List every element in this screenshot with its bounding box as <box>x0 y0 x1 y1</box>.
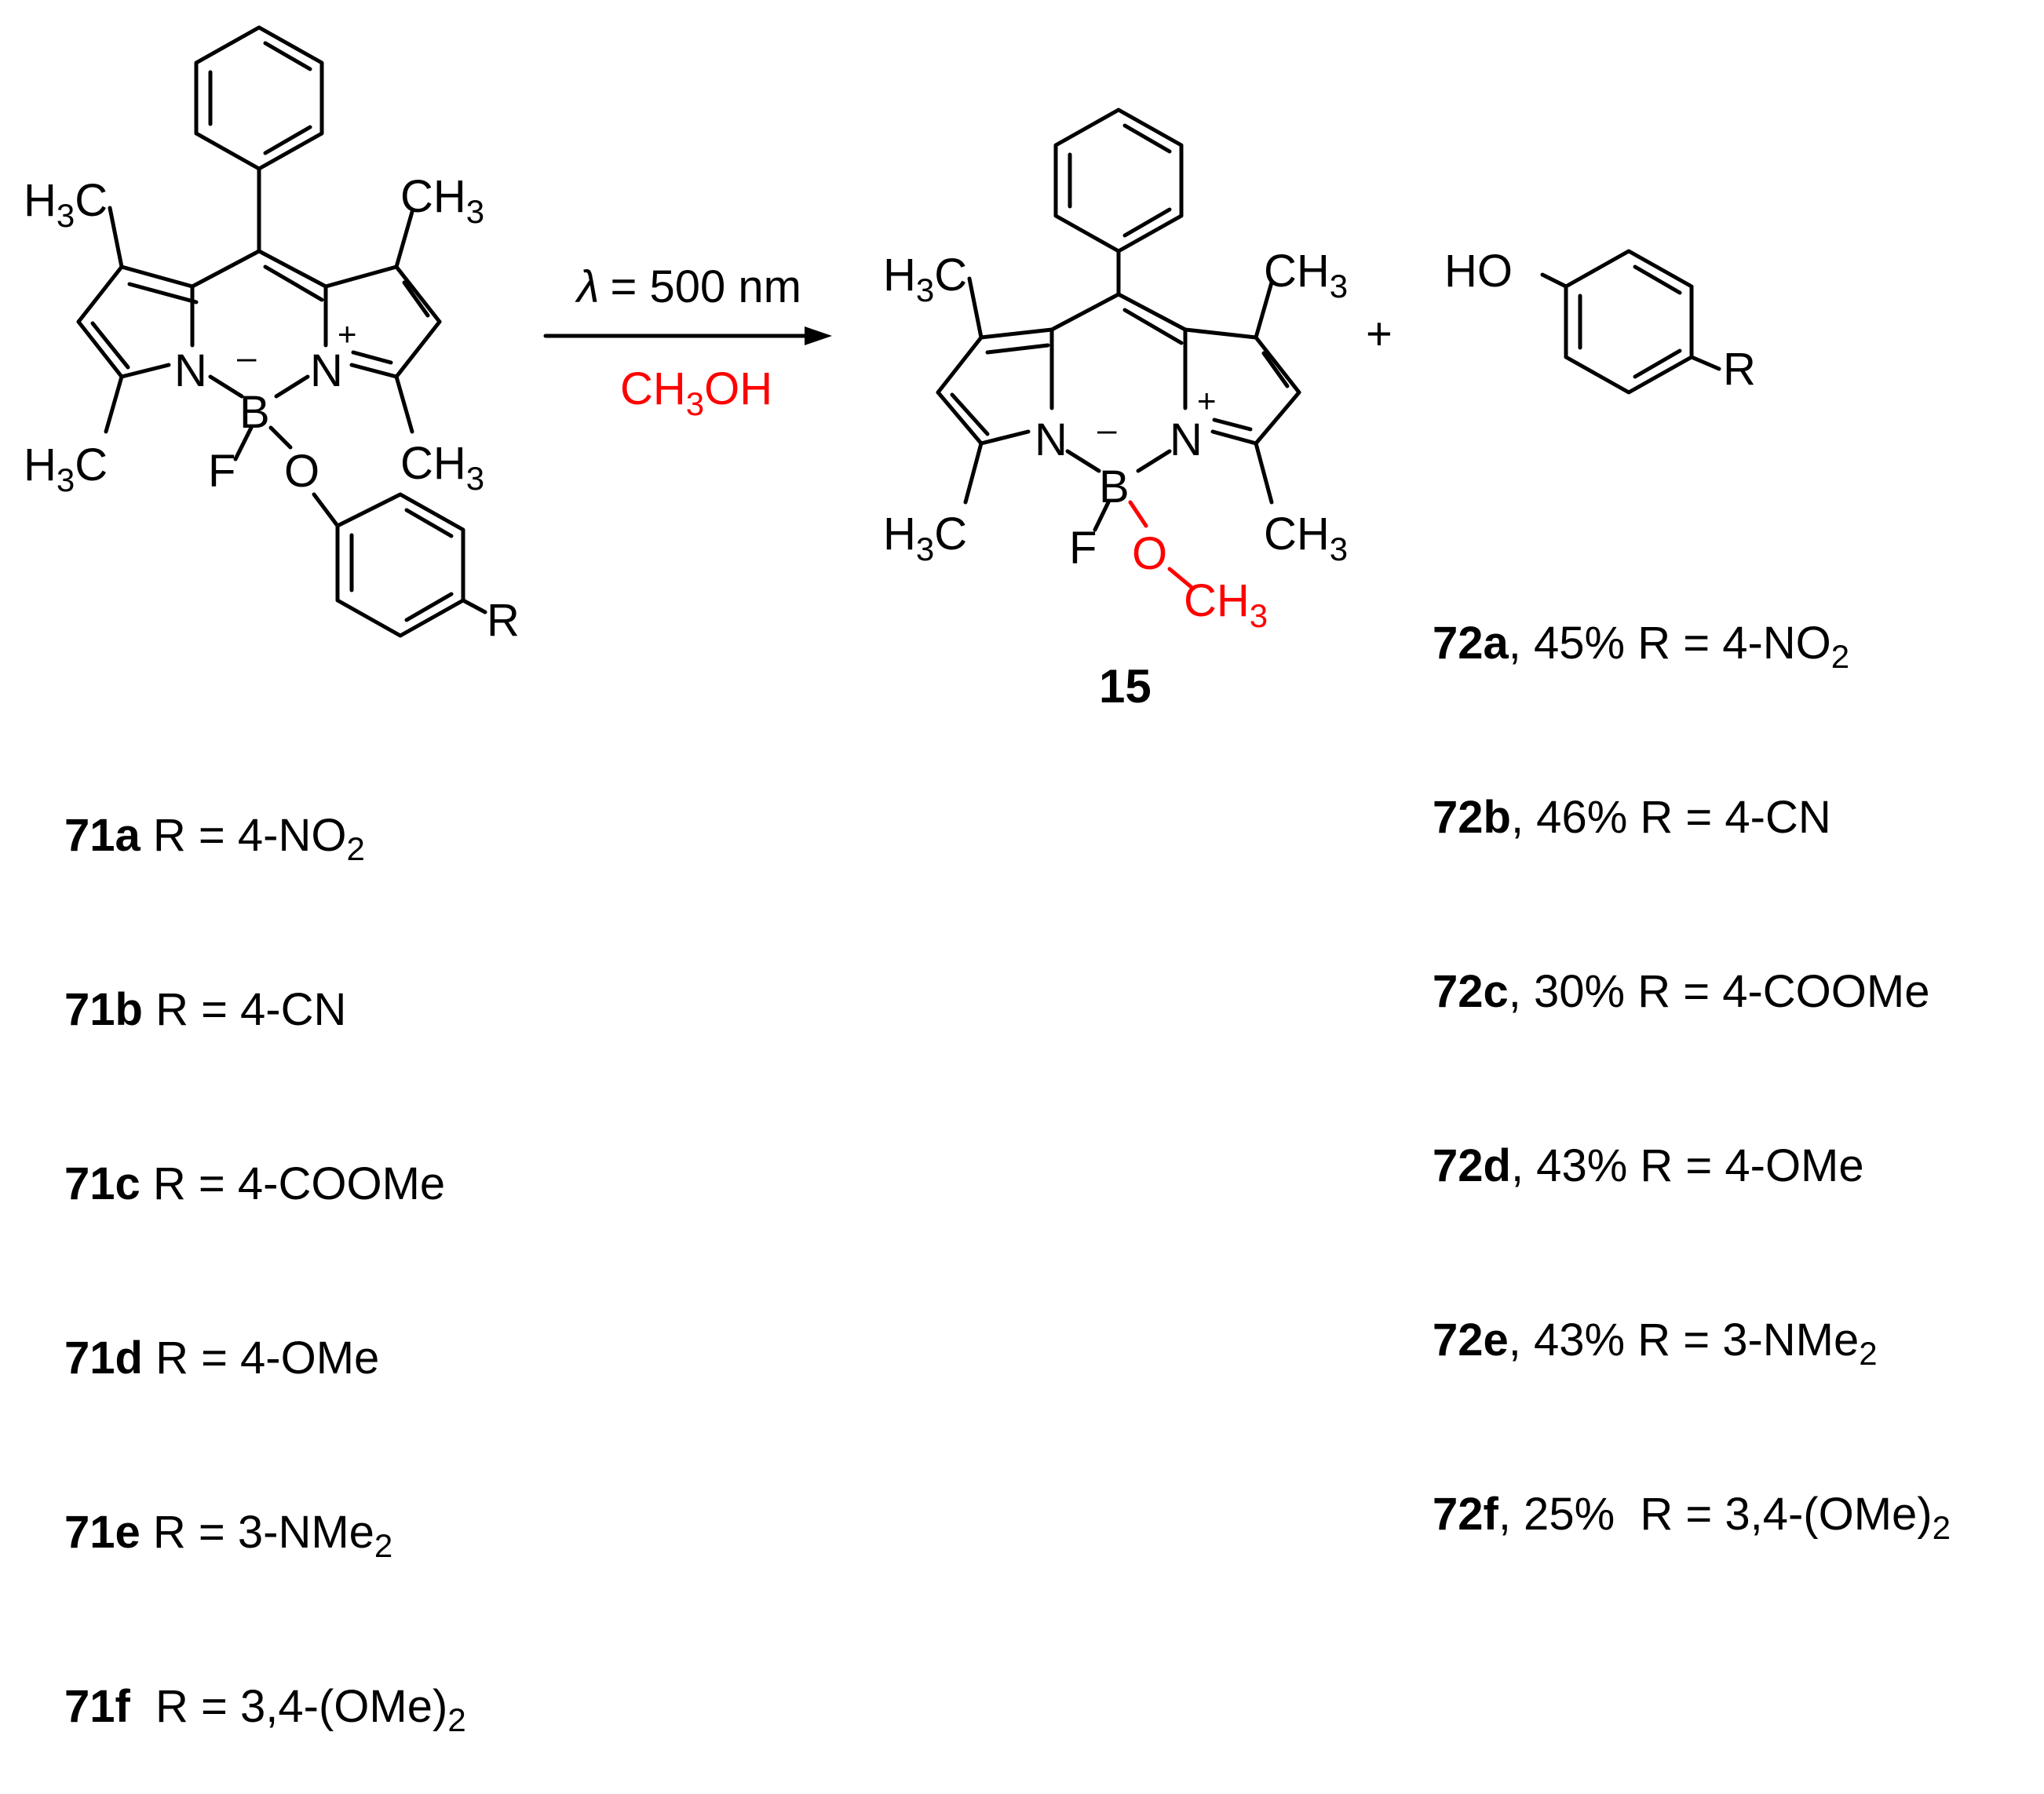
product-methyl-top-left: H3C <box>883 250 967 308</box>
product-methyl-top-right: CH3 <box>1264 246 1348 304</box>
list-item: 72e, 43% R = 3-NMe2 <box>1433 1315 1878 1372</box>
product-methoxy-oxygen: O <box>1132 528 1167 579</box>
product-nitrogen-left: N <box>1035 414 1068 465</box>
methyl-label-top-right: CH3 <box>400 171 484 230</box>
reactant-substituent-list: 71a R = 4-NO2 71b R = 4-CN 71c R = 4-COO… <box>64 691 466 1794</box>
product-fluorine: F <box>1069 523 1097 574</box>
methyl-label-bottom-left: H3C <box>24 439 108 498</box>
product-structure <box>936 108 1301 591</box>
boron-label: B <box>239 387 270 438</box>
condition-wavelength: λ= 500 nm <box>575 261 801 312</box>
list-item: 71e R = 3-NMe2 <box>64 1507 393 1564</box>
list-item: 72d, 43% R = 4-OMe <box>1433 1140 1864 1191</box>
list-item: 72c, 30% R = 4-COOMe <box>1433 966 1930 1017</box>
list-item: 72b, 46% R = 4-CN <box>1433 792 1831 843</box>
product-boron: B <box>1099 461 1130 512</box>
product-methyl-bottom-left: H3C <box>883 509 967 567</box>
methyl-label-bottom-right: CH3 <box>400 438 484 497</box>
list-item: 72f, 25% R = 3,4-(OMe)2 <box>1433 1489 1951 1546</box>
product-methyl-bottom-right: CH3 <box>1264 509 1348 567</box>
phenol-product-list: 72a, 45% R = 4-NO2 72b, 46% R = 4-CN 72c… <box>1433 498 1951 1602</box>
substituent-r-label: R <box>487 595 520 646</box>
reactant-structure <box>76 25 487 638</box>
nitrogen-right-label: N <box>310 345 343 396</box>
condition-solvent: CH3OH <box>620 363 772 422</box>
list-item: 71c R = 4-COOMe <box>64 1158 446 1209</box>
phenol-hydroxyl-label: HO <box>1444 246 1513 297</box>
list-item: 72a, 45% R = 4-NO2 <box>1433 618 1850 675</box>
list-item: 71b R = 4-CN <box>64 984 347 1035</box>
phenol-r-label: R <box>1723 344 1756 395</box>
lambda-symbol: λ <box>575 261 600 312</box>
list-item: 71d R = 4-OMe <box>64 1333 380 1384</box>
compound-number-15: 15 <box>1099 660 1152 713</box>
list-item: 71f R = 3,4-(OMe)2 <box>64 1681 466 1738</box>
product-nitrogen-right: N <box>1170 414 1203 465</box>
methyl-label-top-left: H3C <box>24 175 108 234</box>
product-methoxy-methyl: CH3 <box>1184 575 1268 634</box>
oxygen-label: O <box>284 446 319 497</box>
reaction-arrow <box>543 326 832 345</box>
list-item: 71a R = 4-NO2 <box>64 810 365 867</box>
negative-charge: – <box>237 338 257 377</box>
plus-sign: + <box>1366 308 1392 359</box>
positive-charge: + <box>338 315 357 352</box>
product-positive-charge: + <box>1197 382 1217 419</box>
phenol-structure <box>1540 249 1721 395</box>
product-negative-charge: – <box>1097 410 1117 449</box>
reaction-scheme: H3C CH3 H3C CH3 N N + B – F O R λ= 500 n… <box>24 25 1756 646</box>
fluorine-label: F <box>208 446 235 497</box>
nitrogen-left-label: N <box>174 345 207 396</box>
